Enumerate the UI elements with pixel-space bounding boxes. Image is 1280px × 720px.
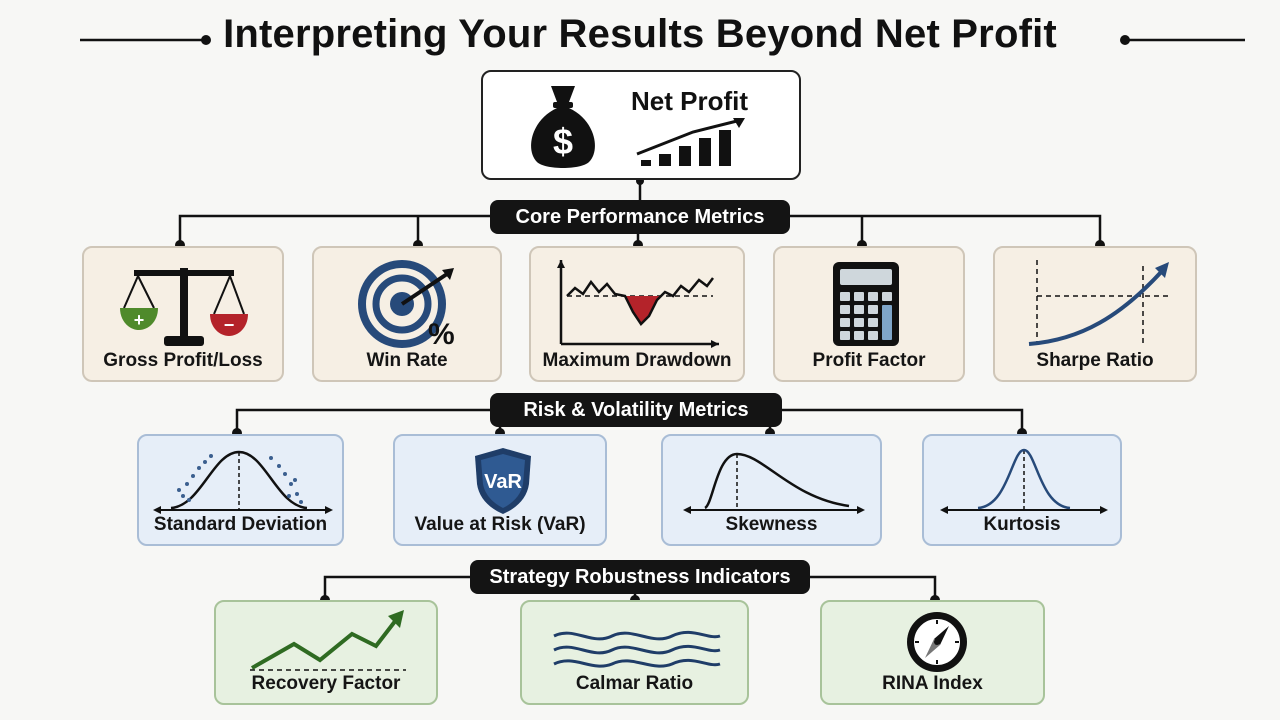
var-badge-text: VaR [484,471,522,493]
rising-curve-icon [1028,260,1171,346]
card-rina-index: RINA Index [820,600,1045,705]
card-label: Calmar Ratio [575,673,694,694]
card-win-rate: % Win Rate [312,246,502,382]
card-kurtosis: Kurtosis [922,434,1122,546]
card-label: Profit Factor [812,350,926,371]
growth-bars-icon [636,118,745,166]
card-label: RINA Index [882,673,983,694]
card-label: Recovery Factor [251,673,401,694]
card-skewness: Skewness [661,434,882,546]
svg-text:%: % [428,318,455,348]
card-gross-profit-loss: + − Gross Profit/Loss [82,246,284,382]
card-label: Standard Deviation [153,514,328,535]
balance-scale-icon: + − [120,268,248,346]
card-calmar-ratio: Calmar Ratio [520,600,749,705]
wave-lines-icon [553,630,721,668]
svg-text:+: + [134,310,145,330]
section-heading-risk: Risk & Volatility Metrics [490,393,782,427]
card-value-at-risk: VaR Value at Risk (VaR) [393,434,607,546]
svg-text:$: $ [553,121,573,162]
money-bag-icon: $ [531,86,595,168]
section-heading-robustness: Strategy Robustness Indicators [470,560,810,594]
net-profit-node: $ Net Profit [481,70,801,180]
card-maximum-drawdown: Maximum Drawdown [529,246,745,382]
var-shield-icon: VaR [475,448,531,514]
section-heading-core: Core Performance Metrics [490,200,790,234]
card-label: Win Rate [366,350,448,371]
card-recovery-factor: Recovery Factor [214,600,438,705]
net-profit-label: Net Profit [631,86,748,116]
calculator-icon [833,262,899,346]
peaked-curve-icon [940,448,1108,514]
skewed-curve-icon [683,452,865,514]
card-profit-factor: Profit Factor [773,246,965,382]
bell-curve-icon [153,450,333,514]
card-sharpe-ratio: Sharpe Ratio [993,246,1197,382]
compass-icon [907,612,967,672]
svg-text:−: − [224,315,235,335]
card-standard-deviation: Standard Deviation [137,434,344,546]
recovery-arrow-icon [250,610,406,671]
card-label: Kurtosis [983,514,1061,535]
target-percent-icon: % [358,260,455,348]
card-label: Skewness [725,514,818,535]
drawdown-chart-icon [557,260,719,348]
card-label: Maximum Drawdown [542,350,732,371]
card-label: Gross Profit/Loss [103,350,263,371]
card-label: Sharpe Ratio [1036,350,1154,371]
card-label: Value at Risk (VaR) [414,514,586,535]
page-title: Interpreting Your Results Beyond Net Pro… [223,12,1057,56]
